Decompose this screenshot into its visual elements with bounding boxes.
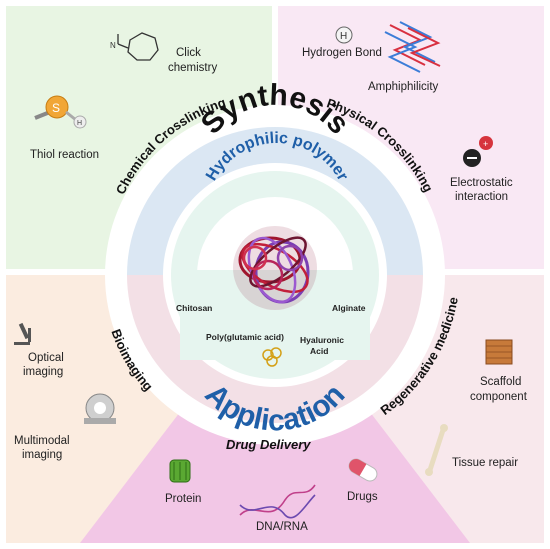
amphiphilicity-icon bbox=[384, 21, 441, 73]
optical-label-2: imaging bbox=[23, 366, 63, 378]
scanner-icon bbox=[84, 393, 116, 424]
hyaluronic-label-2: Acid bbox=[310, 346, 328, 356]
dna-icon bbox=[239, 484, 316, 519]
multimodal-label-1: Multimodal bbox=[14, 435, 70, 447]
protein-icon bbox=[169, 459, 191, 483]
click-chemistry-icon: N bbox=[110, 32, 159, 61]
protein-label: Protein bbox=[165, 493, 201, 505]
scaffold-icon bbox=[485, 339, 513, 365]
optical-label-1: Optical bbox=[28, 352, 64, 364]
hyaluronic-label-1: Hyaluronic bbox=[300, 335, 344, 345]
small-polymer-icon bbox=[262, 347, 282, 367]
microscope-icon bbox=[14, 322, 31, 345]
hydrogen-bond-label: Hydrogen Bond bbox=[302, 47, 382, 59]
svg-text:S: S bbox=[52, 101, 60, 115]
svg-text:H: H bbox=[340, 31, 347, 42]
electrostatic-label-2: interaction bbox=[455, 191, 508, 203]
alginate-label: Alginate bbox=[332, 303, 366, 313]
drugs-label: Drugs bbox=[347, 491, 378, 503]
svg-text:N: N bbox=[110, 41, 116, 50]
electrostatic-label-1: Electrostatic bbox=[450, 177, 513, 189]
scaffold-label-1: Scaffold bbox=[480, 376, 521, 388]
amphiphilicity-label: Amphiphilicity bbox=[368, 81, 439, 93]
drug-delivery-panel bbox=[80, 412, 470, 543]
thiol-label: Thiol reaction bbox=[30, 149, 99, 161]
svg-text:H: H bbox=[77, 120, 82, 127]
hydrogen-icon: H bbox=[335, 26, 353, 44]
capsule-icon bbox=[348, 458, 378, 482]
thiol-icon: S H bbox=[34, 95, 87, 129]
multimodal-label-2: imaging bbox=[22, 449, 62, 461]
svg-text:+: + bbox=[483, 139, 488, 149]
click-label-2: chemistry bbox=[168, 62, 217, 74]
chitosan-label: Chitosan bbox=[176, 303, 212, 313]
scaffold-label-2: component bbox=[470, 391, 528, 403]
bone-icon bbox=[425, 424, 448, 476]
dna-label: DNA/RNA bbox=[256, 521, 308, 533]
drug-delivery-label: Drug Delivery bbox=[226, 437, 311, 452]
polymer-network-icon bbox=[233, 226, 317, 310]
tissue-repair-label: Tissue repair bbox=[452, 457, 518, 469]
pga-label: Poly(glutamic acid) bbox=[206, 332, 284, 342]
click-label-1: Click bbox=[176, 47, 201, 59]
electrostatic-icon: + bbox=[463, 136, 493, 167]
